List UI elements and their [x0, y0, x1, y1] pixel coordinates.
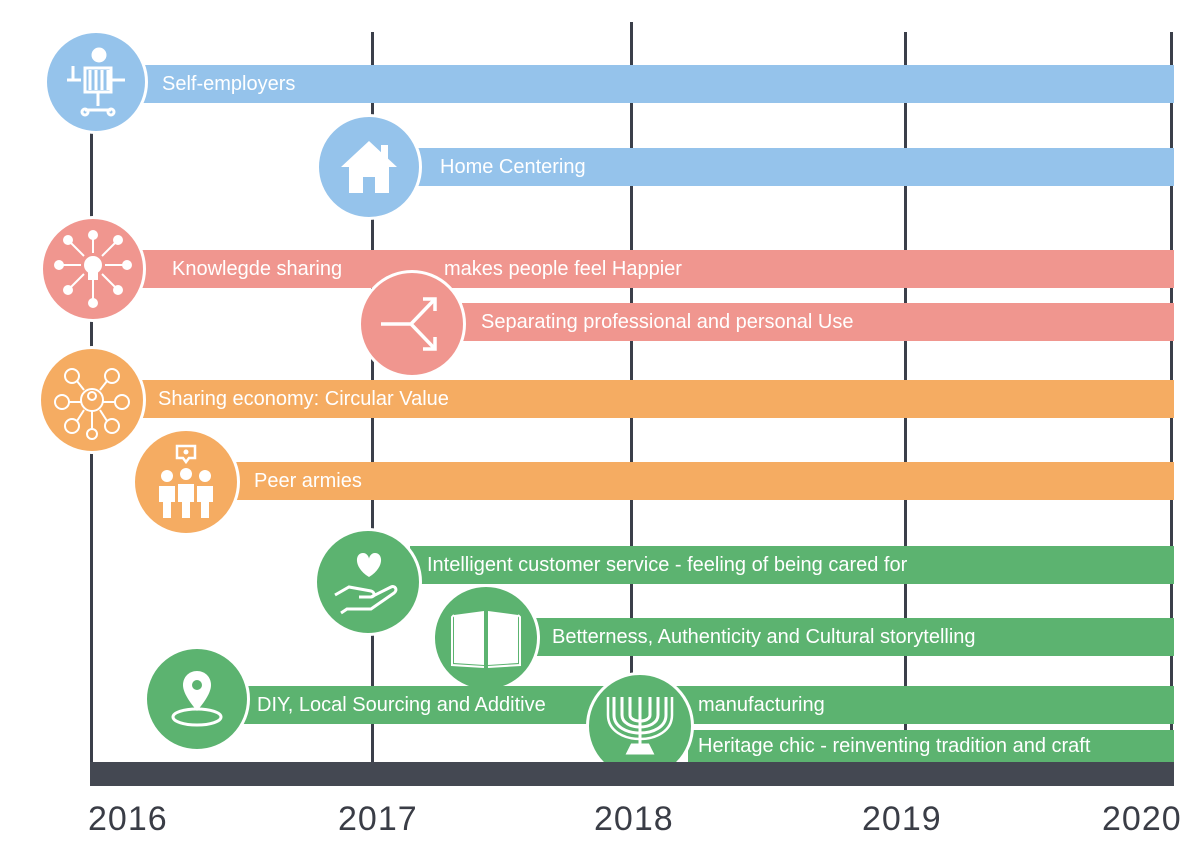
trend-bar-separating-use — [462, 303, 1174, 341]
lightbulb-network-icon — [40, 216, 146, 322]
year-label-2019: 2019 — [862, 800, 942, 838]
trend-label-diy: DIY, Local Sourcing and Additive — [257, 694, 546, 716]
trend-label-self-employers: Self-employers — [162, 73, 296, 95]
trend-label-knowledge-sharing: Knowlegde sharing — [172, 258, 343, 280]
trend-bar-heritage-chic — [688, 730, 1174, 768]
timeline-axis — [90, 762, 1174, 786]
year-label-2016: 2016 — [88, 800, 168, 838]
trend-label-peer-armies: Peer armies — [254, 470, 362, 492]
year-label-2018: 2018 — [594, 800, 674, 838]
year-label-2017: 2017 — [338, 800, 418, 838]
trend-bar-intelligent-service — [410, 546, 1174, 584]
trend-label-intelligent-service: Intelligent customer service - feeling o… — [427, 554, 908, 576]
year-label-2020: 2020 — [1102, 800, 1182, 838]
trend-label-betterness: Betterness, Authenticity and Cultural st… — [552, 626, 976, 648]
trend-label-heritage-chic: Heritage chic - reinventing tradition an… — [698, 735, 1091, 757]
trend-label-diy-continued: manufacturing — [698, 694, 825, 716]
trend-bar-home-centering — [410, 148, 1174, 186]
house-icon — [316, 114, 422, 220]
trend-bar-self-employers — [140, 65, 1174, 103]
open-book-icon — [432, 584, 540, 692]
split-arrow-icon — [358, 270, 466, 378]
trend-bar-knowledge-sharing — [140, 250, 1174, 288]
trend-label-sharing-economy: Sharing economy: Circular Value — [158, 388, 449, 410]
trend-bar-betterness — [530, 618, 1174, 656]
trend-label-home-centering: Home Centering — [440, 156, 586, 178]
trend-label-knowledge-sharing-continued: makes people feel Happier — [444, 258, 682, 280]
trend-label-separating-use: Separating professional and personal Use — [481, 311, 854, 333]
group-of-people-icon — [132, 428, 240, 536]
hand-heart-icon — [314, 528, 422, 636]
people-network-icon — [38, 346, 146, 454]
person-at-desk-icon — [44, 30, 148, 134]
location-pin-icon — [144, 646, 250, 752]
trend-bar-sharing-economy — [140, 380, 1174, 418]
trend-bar-peer-armies — [236, 462, 1174, 500]
trend-bar-diy — [242, 686, 1174, 724]
